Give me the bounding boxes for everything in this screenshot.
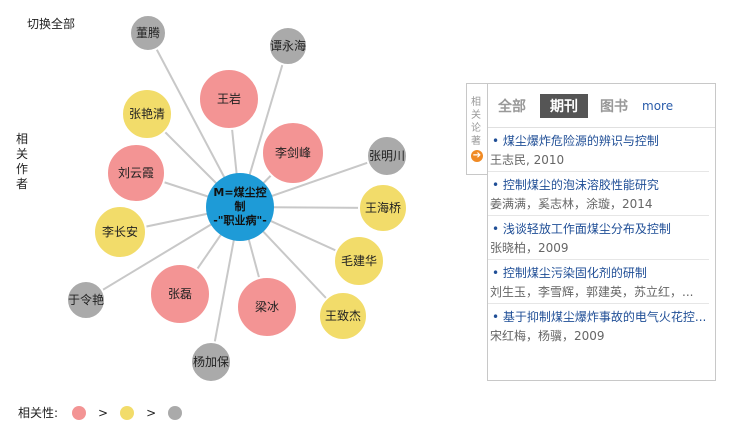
author-node-label: 董腾 <box>136 25 160 40</box>
author-node[interactable]: 李剑峰 <box>261 121 325 185</box>
related-works-box: 全部 期刊 图书 more • 煤尘爆炸危险源的辨识与控制 王志民, 2010 … <box>487 83 716 381</box>
legend-gt-1: > <box>98 405 109 420</box>
related-works-panel: 相关论著 ➔ 全部 期刊 图书 more • 煤尘爆炸危险源的辨识与控制 王志民… <box>466 83 716 381</box>
author-node-label: 李剑峰 <box>275 145 311 160</box>
legend-label: 相关性: <box>18 406 59 420</box>
author-node-label: 张明川 <box>369 149 405 163</box>
author-node[interactable]: 杨加保 <box>190 341 232 383</box>
work-title-link[interactable]: • 煤尘爆炸危险源的辨识与控制 <box>492 134 659 148</box>
work-title-link[interactable]: • 浅谈轻放工作面煤尘分布及控制 <box>492 222 671 236</box>
work-meta: 刘生玉，李雪辉，郭建英，苏立红，... <box>490 285 694 299</box>
author-node-circle[interactable] <box>261 121 325 185</box>
author-node[interactable]: 张艳清 <box>121 88 173 140</box>
switch-all-link[interactable]: 切换全部 <box>27 17 76 31</box>
author-node-label: 刘云霞 <box>118 166 154 180</box>
author-node[interactable]: 毛建华 <box>333 235 385 287</box>
center-line-3: -"职业病"- <box>213 213 267 227</box>
arrow-right-icon[interactable]: ➔ <box>471 150 483 162</box>
legend-mid-dot <box>120 405 135 420</box>
work-title-link[interactable]: • 基于抑制煤尘爆炸事故的电气火花控... <box>492 310 707 324</box>
rail-label: 相关论著 <box>471 97 481 147</box>
author-node[interactable]: 王海桥 <box>358 183 408 233</box>
author-node[interactable]: 于令艳 <box>66 280 106 320</box>
more-link[interactable]: more <box>642 98 674 113</box>
work-title-link[interactable]: • 控制煤尘的泡沫溶胶性能研究 <box>492 178 659 192</box>
author-node-label: 杨加保 <box>193 354 229 369</box>
author-node-circle[interactable] <box>333 235 385 287</box>
author-node-label: 王海桥 <box>365 200 401 215</box>
works-tabs: 全部 期刊 图书 more <box>488 84 715 128</box>
work-meta: 宋红梅，杨骥，2009 <box>490 329 605 343</box>
author-node-circle[interactable] <box>93 205 147 259</box>
works-list: • 煤尘爆炸危险源的辨识与控制 王志民, 2010 • 控制煤尘的泡沫溶胶性能研… <box>488 128 715 348</box>
tab-journal[interactable]: 期刊 <box>540 93 588 118</box>
author-node-label: 张艳清 <box>129 106 165 121</box>
author-node[interactable]: 王岩 <box>198 68 260 130</box>
author-node-label: 梁冰 <box>255 299 279 314</box>
author-node-circle[interactable] <box>268 26 308 66</box>
author-node-circle[interactable] <box>366 135 408 177</box>
list-item: • 控制煤尘污染固化剂的研制 刘生玉，李雪辉，郭建英，苏立红，... <box>488 260 709 304</box>
author-node-circle[interactable] <box>149 263 211 325</box>
tab-book[interactable]: 图书 <box>600 98 628 115</box>
author-node-label: 谭永海 <box>270 38 306 53</box>
related-works-rail[interactable]: 相关论著 ➔ <box>466 83 487 175</box>
list-item: • 控制煤尘的泡沫溶胶性能研究 姜满满，奚志林，涂璇，2014 <box>488 172 709 216</box>
list-item: • 煤尘爆炸危险源的辨识与控制 王志民, 2010 <box>488 128 709 172</box>
center-line-1: M=煤尘控 <box>213 185 266 199</box>
work-meta: 姜满满，奚志林，涂璇，2014 <box>490 197 653 211</box>
author-node[interactable]: 董腾 <box>129 14 167 52</box>
list-item: • 浅谈轻放工作面煤尘分布及控制 张晓柏，2009 <box>488 216 709 260</box>
work-title-link[interactable]: • 控制煤尘污染固化剂的研制 <box>492 266 647 280</box>
author-node-circle[interactable] <box>190 341 232 383</box>
author-node-label: 王岩 <box>217 91 241 106</box>
author-node-label: 李长安 <box>102 224 138 239</box>
work-meta: 张晓柏，2009 <box>490 241 569 255</box>
relevance-legend: 相关性: > > <box>18 404 183 421</box>
author-node-label: 张磊 <box>168 287 192 301</box>
tab-all[interactable]: 全部 <box>498 98 526 115</box>
author-node-circle[interactable] <box>106 143 166 203</box>
center-topic-node[interactable]: M=煤尘控 制 -"职业病"- <box>206 173 274 241</box>
author-node-circle[interactable] <box>198 68 260 130</box>
author-node[interactable]: 王致杰 <box>318 291 368 341</box>
author-node-circle[interactable] <box>121 88 173 140</box>
legend-high-dot <box>72 405 87 420</box>
author-node[interactable]: 李长安 <box>93 205 147 259</box>
author-node-label: 王致杰 <box>325 309 361 323</box>
author-node[interactable]: 梁冰 <box>236 276 298 338</box>
list-item: • 基于抑制煤尘爆炸事故的电气火花控... 宋红梅，杨骥，2009 <box>488 304 709 348</box>
legend-gt-2: > <box>146 405 157 420</box>
legend-low-dot <box>168 405 183 420</box>
related-authors-label: 相关作者 <box>16 132 29 191</box>
author-node[interactable]: 刘云霞 <box>106 143 166 203</box>
author-node[interactable]: 张磊 <box>149 263 211 325</box>
author-node[interactable]: 谭永海 <box>268 26 308 66</box>
author-node-label: 于令艳 <box>68 292 104 307</box>
author-node[interactable]: 张明川 <box>366 135 408 177</box>
author-node-circle[interactable] <box>66 280 106 320</box>
work-meta: 王志民, 2010 <box>490 153 565 167</box>
center-line-2: 制 <box>235 199 246 213</box>
author-node-circle[interactable] <box>236 276 298 338</box>
author-node-circle[interactable] <box>358 183 408 233</box>
author-node-circle[interactable] <box>318 291 368 341</box>
author-node-label: 毛建华 <box>341 254 377 268</box>
author-node-circle[interactable] <box>129 14 167 52</box>
